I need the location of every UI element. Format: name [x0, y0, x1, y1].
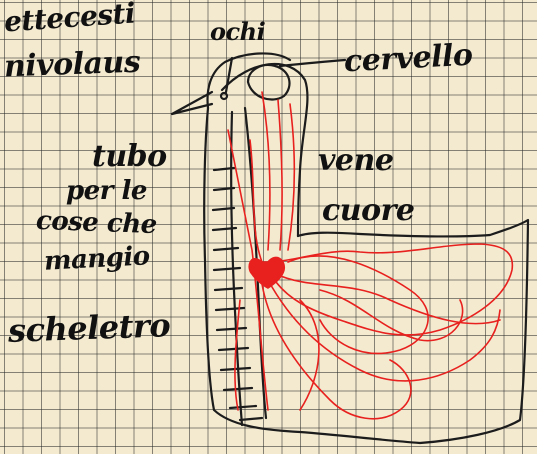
- label-nivolaus: nivolaus: [4, 48, 141, 83]
- eye: [221, 93, 227, 99]
- vein-11: [288, 256, 428, 353]
- label-brain: cervello: [343, 41, 473, 78]
- label-eyes: ochi: [210, 20, 265, 44]
- heart: [249, 257, 284, 288]
- vein-7: [276, 274, 500, 324]
- label-veins: vene: [318, 146, 393, 176]
- label-tube-3: cose che: [36, 208, 158, 238]
- label-skeleton: scheletro: [7, 309, 170, 347]
- ribs: [213, 168, 262, 420]
- vein-9: [262, 284, 411, 419]
- vein-2: [278, 100, 282, 250]
- label-tube-2: per le: [66, 178, 147, 204]
- vein-1: [262, 92, 270, 250]
- beak: [172, 92, 212, 114]
- label-tube-4: mangio: [43, 243, 150, 274]
- vein-10: [300, 290, 463, 410]
- label-tube-1: tubo: [92, 142, 167, 172]
- vein-6: [272, 244, 512, 335]
- pointer-eyes: [226, 58, 232, 92]
- vein-3: [288, 104, 294, 250]
- vein-8: [268, 280, 500, 381]
- eye-ring: [248, 65, 290, 100]
- label-heart: cuore: [322, 196, 414, 226]
